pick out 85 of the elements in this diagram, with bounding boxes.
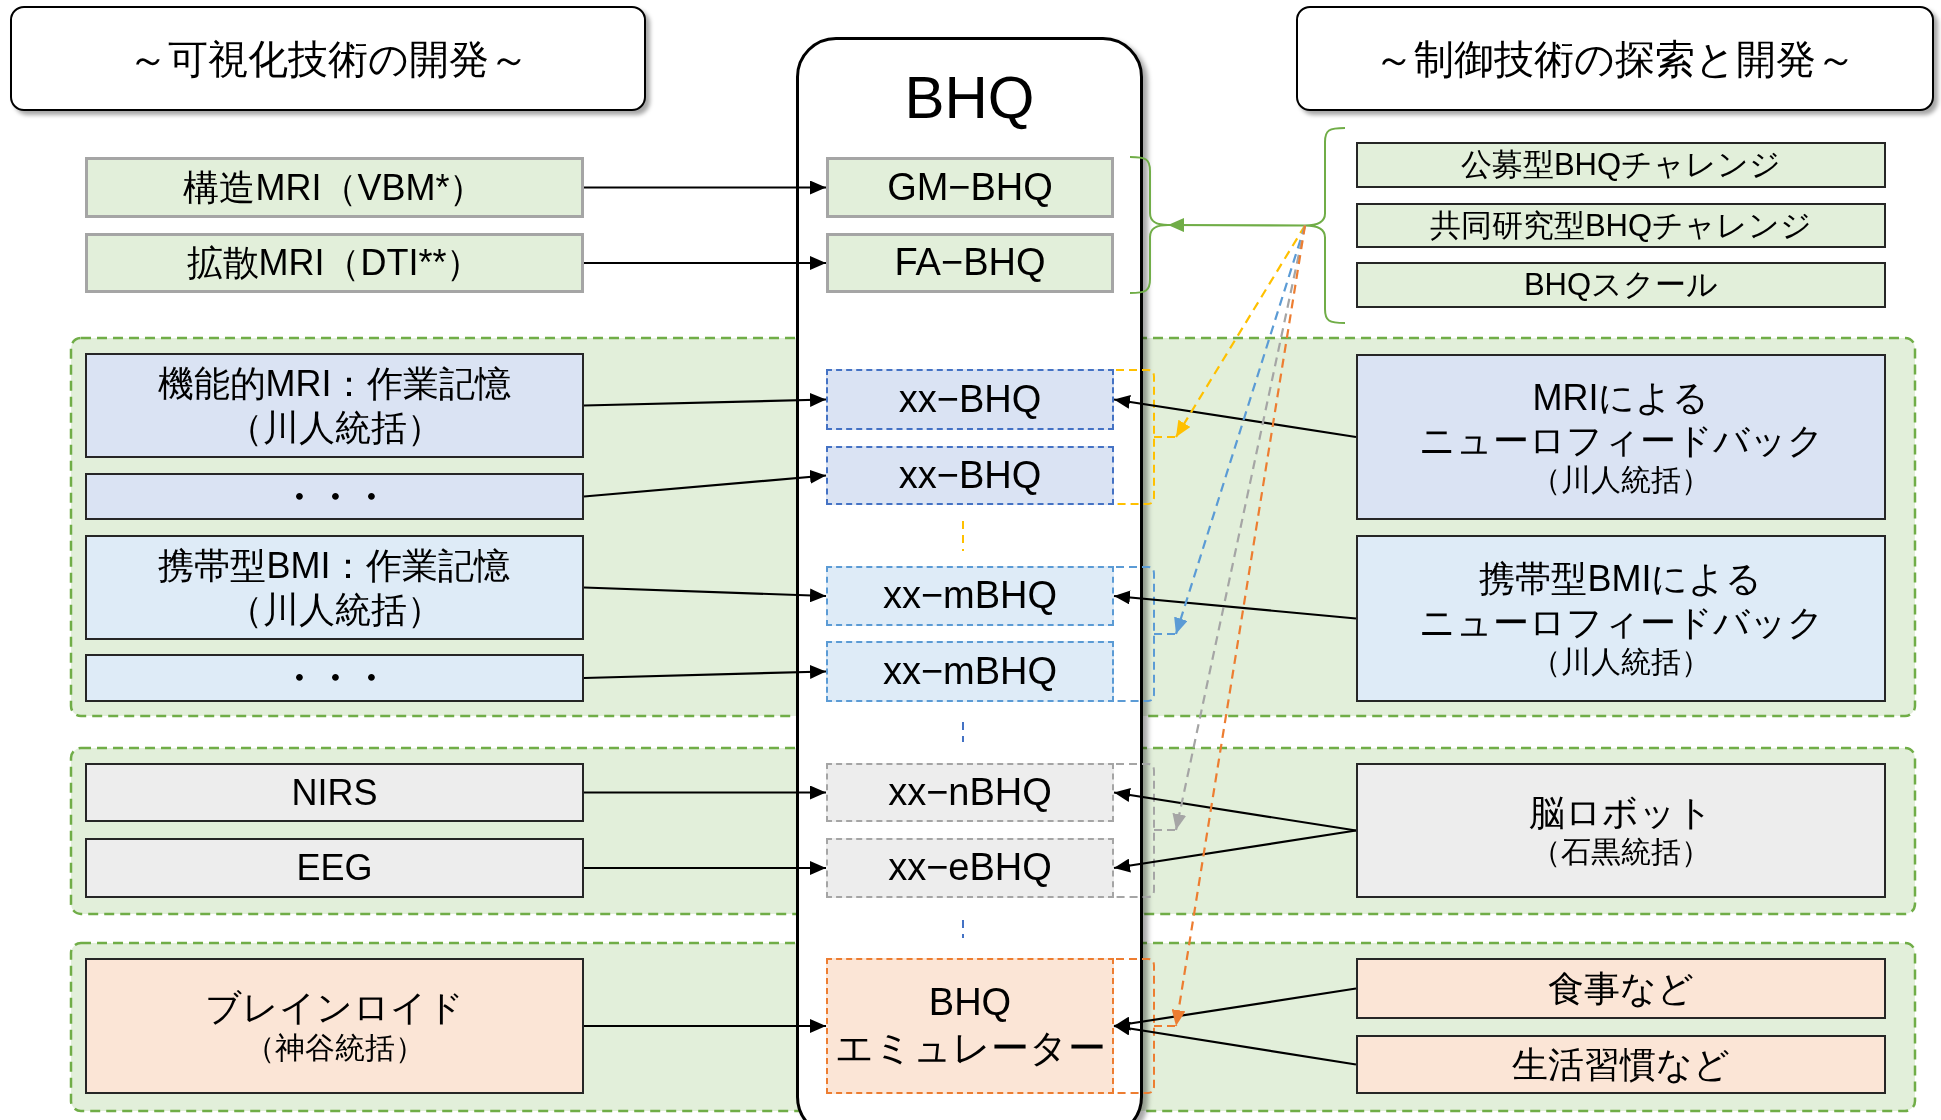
index-box (826, 566, 1114, 626)
box-label: 拡散MRI（DTI**） (186, 241, 483, 285)
box-label: 生活習慣など (1512, 1042, 1730, 1087)
process-box (85, 233, 584, 293)
arrow (584, 861, 826, 875)
box-label: GM−BHQ (887, 164, 1053, 210)
box-label: ニューロフィードバック (1418, 600, 1824, 644)
arrow (584, 256, 826, 270)
process-box (85, 763, 584, 822)
process-box (85, 654, 584, 702)
arrow (1175, 224, 1306, 438)
process-box (85, 473, 584, 520)
arrow (1113, 395, 1357, 439)
process-box (1356, 958, 1886, 1019)
box-label: xx−eBHQ (888, 845, 1052, 891)
process-box (85, 353, 584, 458)
box-label: （川人統括） (226, 405, 443, 449)
box-label: EEG (296, 846, 373, 890)
box-label: 携帯型BMI：作業記憶 (158, 544, 511, 588)
box-label: MRIによる (1532, 375, 1710, 419)
box-label: ブレインロイド (205, 986, 464, 1030)
box-label: エミュレーター (834, 1026, 1106, 1071)
box-label: NIRS (291, 770, 378, 815)
arrow (1113, 788, 1357, 832)
box-label: xx−mBHQ (882, 573, 1058, 619)
title-box (10, 6, 646, 111)
arrow (1168, 218, 1305, 233)
arrow (1172, 225, 1307, 831)
box-label: （川人統括） (1531, 462, 1711, 499)
process-box (1356, 535, 1886, 702)
box-label: （川人統括） (1531, 643, 1711, 680)
process-box (85, 958, 584, 1094)
box-label: 公募型BHQチャレンジ (1460, 146, 1782, 184)
process-box (1356, 142, 1886, 188)
process-box (1356, 354, 1886, 520)
box-label: BHQ (928, 980, 1012, 1026)
arrow (584, 785, 826, 800)
arrow (584, 1019, 826, 1033)
box-label: 構造MRI（VBM*） (183, 165, 486, 210)
box-label: 携帯型BMIによる (1479, 557, 1763, 601)
box-label: （石黒統括） (1531, 834, 1711, 871)
arrow (1113, 1021, 1357, 1066)
arrow (583, 392, 827, 407)
heading: ～制御技術の探索と開発～ (1374, 35, 1856, 83)
box-label: FA−BHQ (894, 240, 1046, 286)
index-box (826, 838, 1114, 898)
box-label: ・・・ (280, 474, 389, 519)
heading: ～可視化技術の開発～ (127, 35, 529, 83)
box-label: 共同研究型BHQチャレンジ (1429, 206, 1813, 245)
box-label: （川人統括） (226, 587, 443, 631)
process-box (1356, 1035, 1886, 1094)
box-label: ニューロフィードバック (1418, 419, 1824, 463)
process-box (85, 535, 584, 640)
index-box (826, 641, 1114, 702)
box-label: ・・・ (280, 656, 389, 700)
process-box (1356, 203, 1886, 248)
box-label: （神谷統括） (244, 1029, 425, 1066)
arrow (583, 664, 827, 680)
process-box (85, 157, 584, 218)
box-label: xx−BHQ (898, 376, 1042, 422)
box-label: xx−BHQ (898, 452, 1042, 498)
index-box (826, 958, 1114, 1094)
column-title: BHQ (904, 63, 1035, 133)
box-label: BHQスクール (1523, 266, 1719, 304)
box-label: xx−nBHQ (888, 769, 1052, 815)
process-box (85, 838, 584, 898)
process-box (1356, 763, 1886, 898)
arrow (1113, 829, 1357, 873)
index-box (826, 157, 1114, 218)
column-box (796, 37, 1143, 1120)
arrow (584, 180, 826, 195)
process-box (1356, 262, 1886, 308)
index-box (826, 446, 1114, 505)
index-box (826, 369, 1114, 430)
box-label: xx−mBHQ (882, 648, 1058, 694)
arrow (583, 586, 827, 603)
box-label: 食事など (1548, 966, 1694, 1011)
box-label: 脳ロボット (1529, 790, 1713, 835)
arrow (583, 469, 827, 498)
arrow (1171, 225, 1307, 1027)
index-box (826, 763, 1114, 822)
index-box (826, 233, 1114, 293)
box-label: 機能的MRI：作業記憶 (157, 362, 512, 406)
title-box (1296, 6, 1934, 111)
arrow (1113, 590, 1357, 620)
